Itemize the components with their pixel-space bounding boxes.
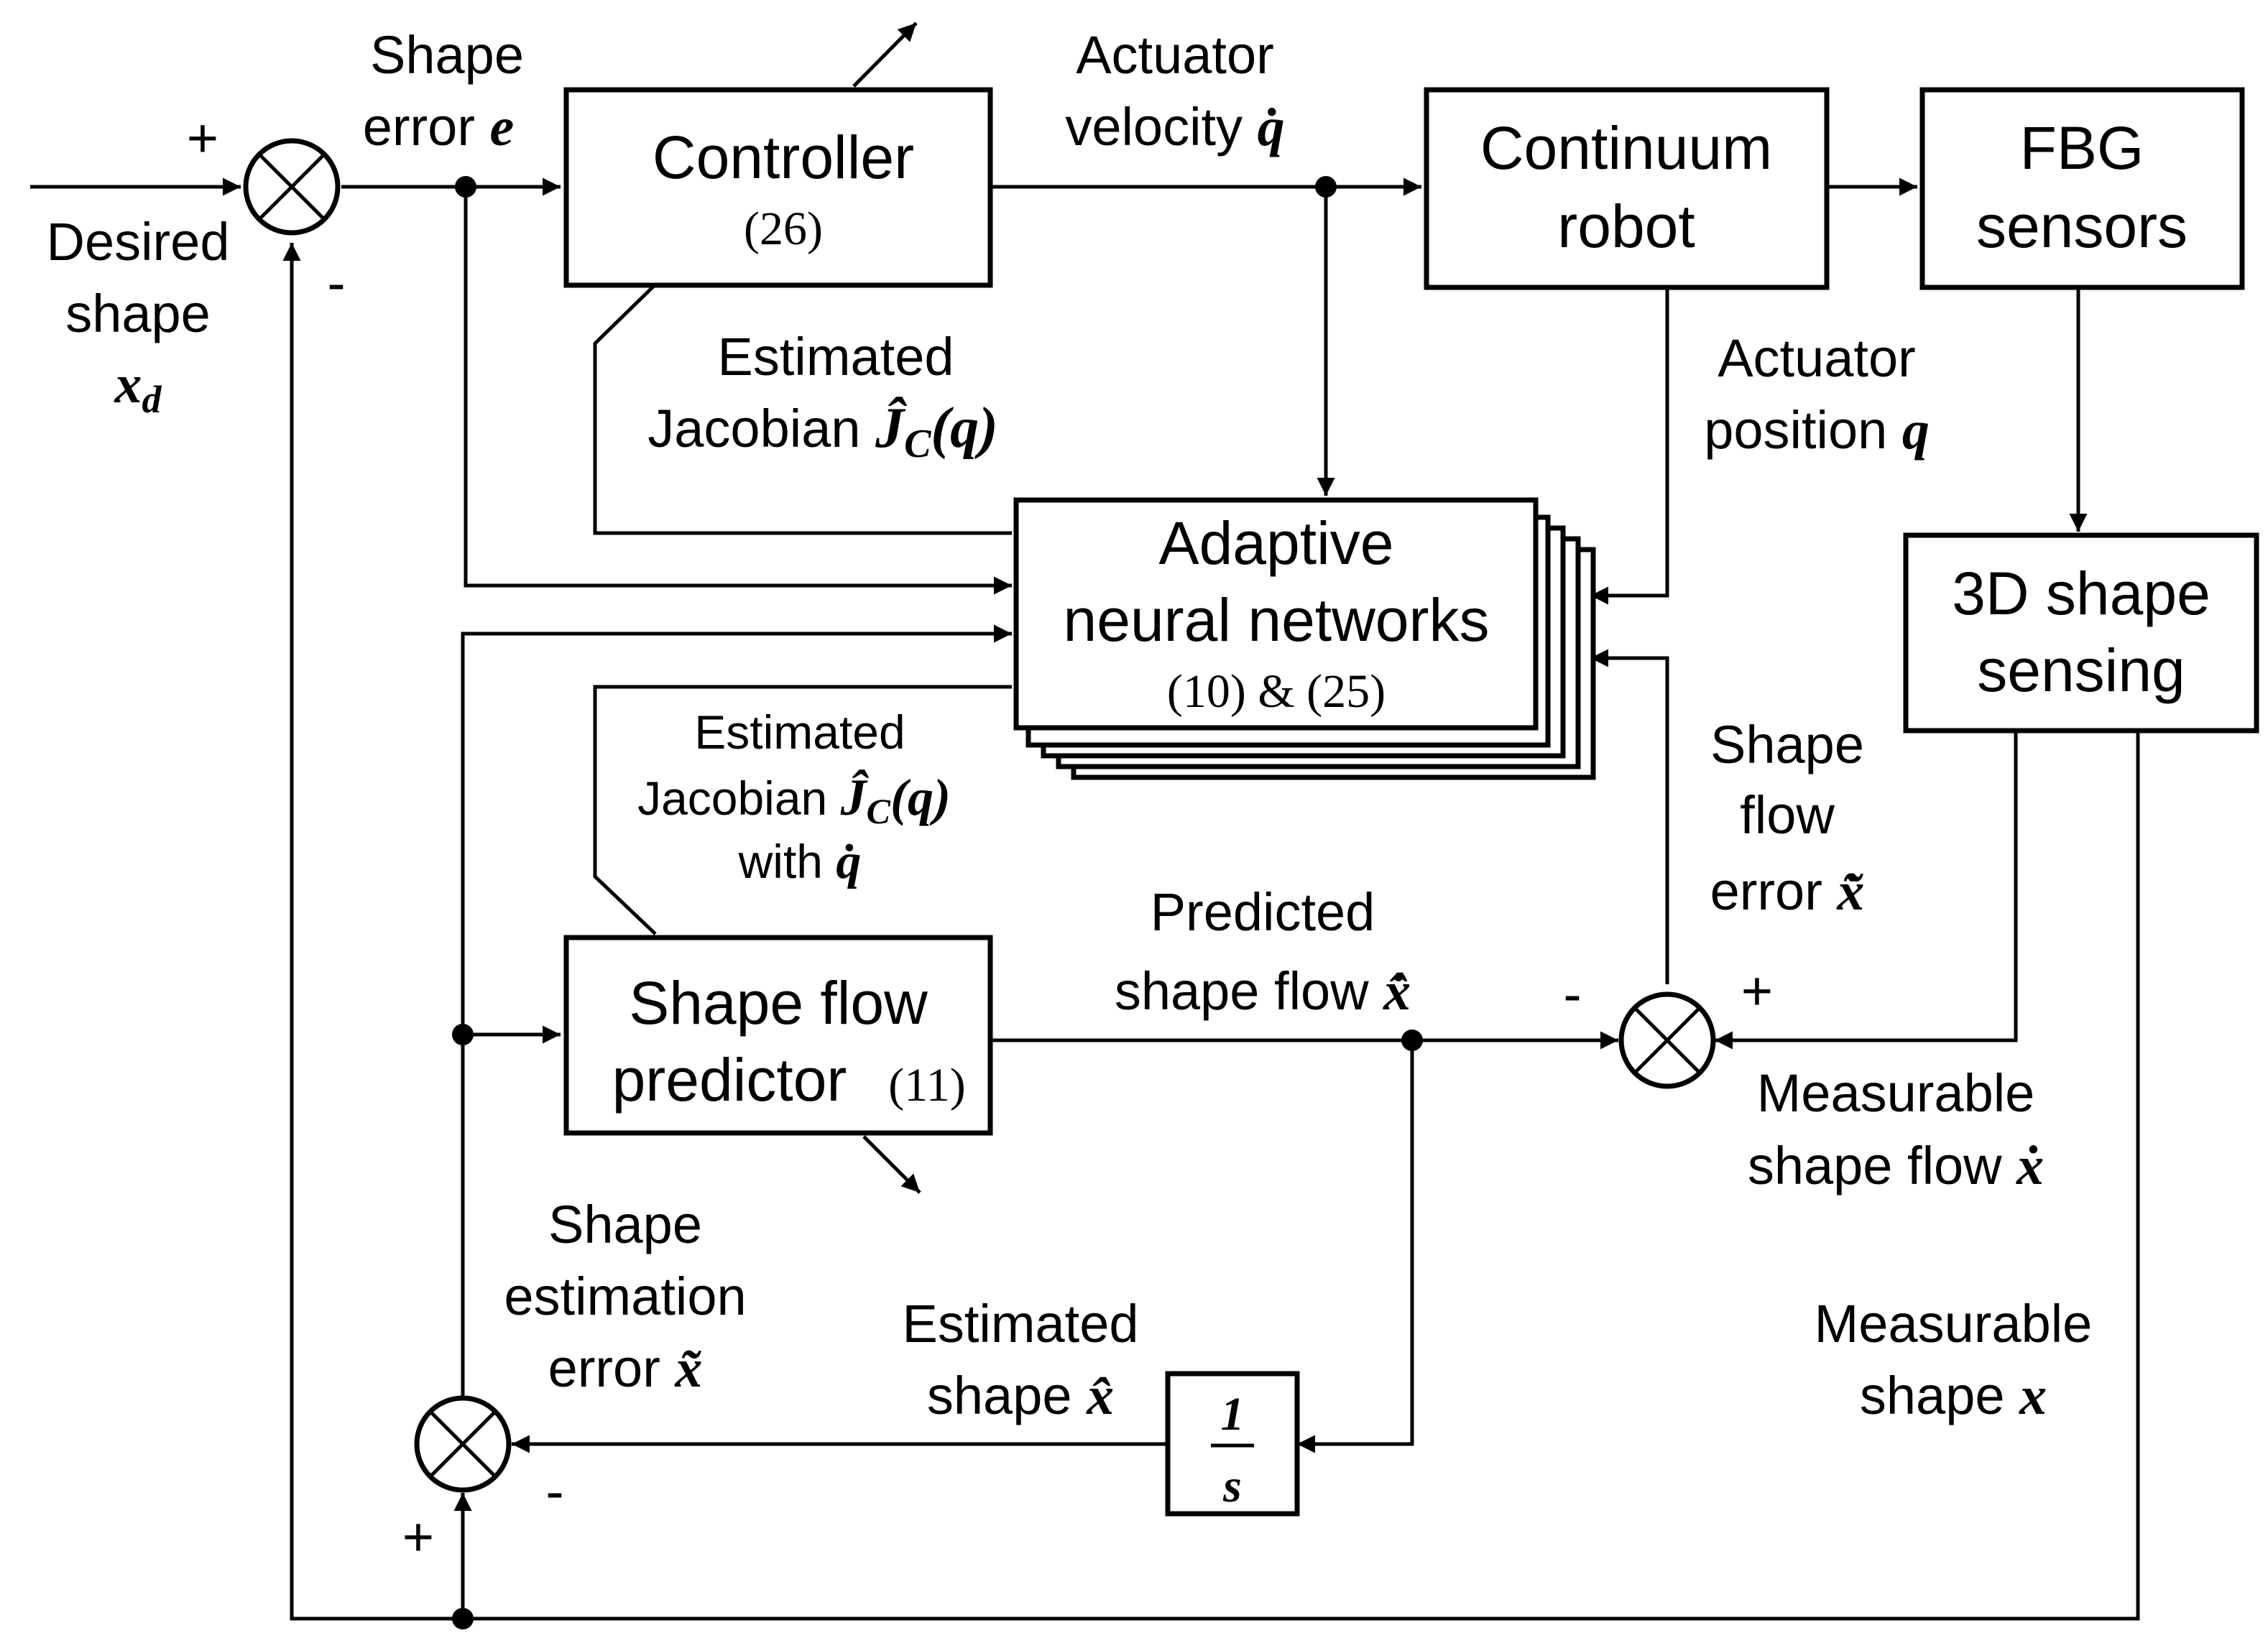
svg-text:Estimated: Estimated	[694, 706, 905, 759]
predictor-title-line1: Shape flow	[629, 969, 928, 1037]
measurable-shape-flow-word: shape flow ẋ	[1748, 1136, 2044, 1196]
sign-plus: +	[187, 108, 218, 169]
connection-lines	[30, 22, 2140, 1629]
sign-minus: -	[327, 253, 345, 314]
jacobian-bottom-with: with q̇	[738, 834, 862, 889]
desired-shape-symbol: xd	[114, 354, 162, 421]
svg-text:Estimated: Estimated	[902, 1294, 1138, 1354]
sign-minus: -	[1563, 964, 1581, 1025]
svg-text:Actuator: Actuator	[1718, 328, 1916, 388]
svg-text:Shape: Shape	[1710, 715, 1864, 774]
shape-flow-error-word: error x̃̇	[1710, 861, 1865, 922]
fbg-title-line2: sensors	[1976, 193, 2188, 260]
predictor-tuning-arrow	[862, 1135, 921, 1194]
junction-dot	[1401, 1030, 1423, 1051]
predictor-title-line2: predictor	[612, 1046, 847, 1114]
svg-text:Actuator: Actuator	[1076, 25, 1274, 85]
svg-text:estimation: estimation	[504, 1267, 746, 1326]
3d-shape-sensing-block: 3D shape sensing	[1903, 532, 2259, 734]
adaptive-neural-networks-block: Adaptive neural networks (10) & (25)	[1013, 497, 1596, 780]
fbg-title-line1: FBG	[2020, 114, 2144, 182]
svg-text:Shape: Shape	[370, 25, 524, 85]
actuator-velocity-label: Actuator velocity q̇	[1065, 25, 1284, 157]
svg-text:Estimated: Estimated	[717, 327, 954, 387]
estimated-jacobian-bottom-label: Estimated Jacobian ĴC(q) with q̇	[637, 706, 951, 889]
actuator-velocity-word: velocity q̇	[1065, 97, 1284, 157]
estimation-error-line	[461, 624, 1012, 1396]
shape-error-label: Shape error e	[363, 25, 524, 157]
predicted-shape-flow-label: Predicted shape flow x̂̇	[1115, 882, 1411, 1022]
sign-plus: +	[402, 1507, 434, 1568]
sign-plus: +	[1741, 961, 1773, 1022]
sensing-title-line2: sensing	[1977, 637, 2185, 704]
ann-title-line1: Adaptive	[1159, 509, 1394, 577]
jacobian-controller-link	[593, 284, 1012, 535]
junction-dot	[455, 176, 476, 198]
robot-title-line1: Continuum	[1480, 114, 1772, 182]
measured-flow-arrow	[1715, 731, 2018, 1050]
actuator-position-word: position q	[1704, 400, 1930, 461]
svg-text:Predicted: Predicted	[1151, 882, 1375, 942]
svg-text:Desired: Desired	[47, 212, 230, 272]
predictor-equation: (11)	[888, 1059, 966, 1111]
measurable-shape-flow-label: Measurable shape flow ẋ	[1748, 1063, 2044, 1196]
continuum-robot-block: Continuum robot	[1424, 87, 1830, 290]
svg-text:Shape: Shape	[548, 1195, 702, 1254]
controller-equation: (26)	[744, 203, 823, 255]
controller-block: Controller (26)	[563, 87, 993, 288]
summing-junction	[1618, 991, 1716, 1089]
jacobian-top-formula: Jacobian ĴC(q)	[647, 397, 997, 466]
flow-error-to-ann-arrow	[1590, 649, 1669, 984]
fbg-sensors-block: FBG sensors	[1919, 87, 2245, 290]
jacobian-bottom-formula: Jacobian ĴC(q)	[637, 769, 951, 831]
shape-flow-predictor-block: Shape flow predictor (11)	[563, 935, 993, 1136]
svg-text:shape: shape	[65, 284, 211, 343]
shape-estimation-error-label: Shape estimation error x̃	[504, 1195, 746, 1399]
flow-to-integrator-arrow	[1297, 1040, 1414, 1453]
desired-shape-label: Desired shape xd	[47, 212, 230, 421]
summing-junction	[243, 138, 341, 236]
estimated-shape-word: shape x̂	[927, 1366, 1114, 1426]
junction-signs: + - - + - +	[187, 108, 1773, 1568]
shape-feedback-line	[282, 243, 2140, 1621]
junction-dot	[452, 1024, 474, 1045]
measurable-shape-label: Measurable shape x	[1815, 1294, 2093, 1426]
junction-dot	[1315, 176, 1337, 198]
position-to-ann-arrow	[1590, 288, 1669, 605]
integrator-block: 1 s	[1165, 1371, 1300, 1517]
estimated-shape-label: Estimated shape x̂	[902, 1294, 1138, 1426]
ann-equation: (10) & (25)	[1167, 665, 1386, 718]
actuator-position-label: Actuator position q	[1704, 328, 1930, 461]
measurable-shape-word: shape x	[1860, 1366, 2047, 1426]
estimated-jacobian-top-label: Estimated Jacobian ĴC(q)	[647, 327, 997, 466]
controller-title: Controller	[653, 124, 914, 191]
controller-tuning-arrow	[852, 22, 918, 88]
svg-text:Measurable: Measurable	[1815, 1294, 2093, 1354]
summing-junction	[414, 1395, 512, 1493]
junction-dot	[452, 1608, 474, 1629]
robot-title-line2: robot	[1557, 193, 1695, 260]
shape-estimation-error-word: error x̃	[548, 1338, 703, 1399]
shape-error-word: error e	[363, 97, 515, 157]
shape-flow-error-label: Shape flow error x̃̇	[1710, 715, 1865, 922]
predicted-shape-flow-word: shape flow x̂̇	[1115, 961, 1411, 1022]
ann-title-line2: neural networks	[1064, 586, 1490, 654]
svg-text:flow: flow	[1740, 785, 1835, 845]
sensing-title-line1: 3D shape	[1952, 560, 2211, 627]
jacobian-predictor-link	[593, 685, 1012, 935]
integrator-numerator: 1	[1221, 1388, 1245, 1440]
error-to-ann-arrow	[464, 187, 1012, 595]
svg-text:Measurable: Measurable	[1757, 1063, 2035, 1123]
sign-minus: -	[545, 1461, 563, 1522]
integrator-denominator: s	[1222, 1460, 1242, 1512]
